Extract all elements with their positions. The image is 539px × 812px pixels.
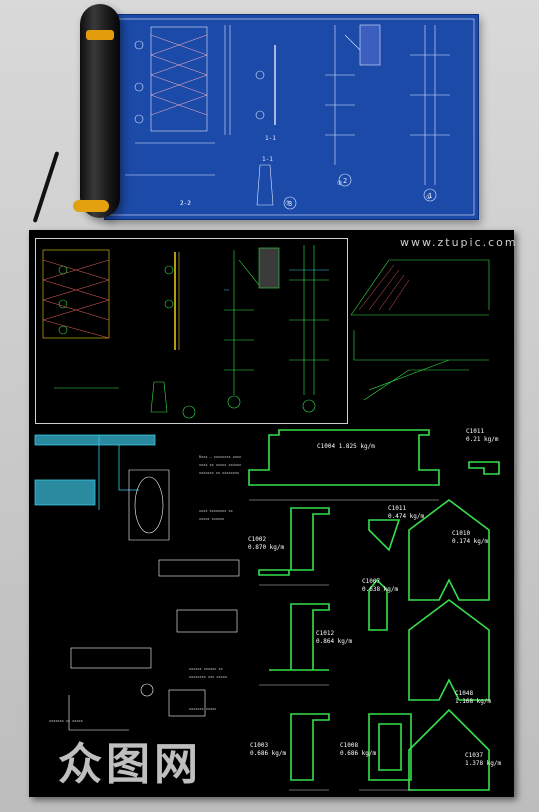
profile-label-c1008: C1008 <box>340 742 359 749</box>
blueprint-label-3: ① <box>426 194 432 201</box>
profile-label-c1003: C1003 <box>250 742 269 749</box>
profile-label-c1007: C1007 <box>362 578 381 585</box>
profile-label-c1002: C1002 <box>248 536 267 543</box>
blueprint-label-1: 1-1 <box>262 156 273 163</box>
profile-weight-c1003: 0.686 kg/m <box>250 750 287 757</box>
blueprint-drawing: 1-1 2 1 3 2-2 <box>108 18 475 216</box>
profile-weight-c1011b: 0.474 kg/m <box>388 513 425 520</box>
profile-label-c1037: C1037 <box>465 752 484 759</box>
profile-label-c1048: C1048 <box>455 690 474 697</box>
cad-sheet: Rxxx — xxxxxxxx xxxx xxxx xx xxxxx xxxxx… <box>29 230 514 797</box>
svg-text:xxxx xx xxxxx xxxxxx: xxxx xx xxxxx xxxxxx <box>199 463 241 467</box>
svg-text:3: 3 <box>288 200 292 208</box>
pen-icon <box>32 151 60 223</box>
label-2-2: 2-2 <box>180 200 191 207</box>
svg-text:2: 2 <box>343 177 347 185</box>
blueprint-label-2: 2-2 <box>180 200 191 207</box>
svg-text:xxxxxxx xx xxxxxxxx: xxxxxxx xx xxxxxxxx <box>199 471 239 475</box>
site-watermark: www.ztupic.com <box>400 236 518 249</box>
blueprint-sheet: 1-1 2 1 3 2-2 <box>104 14 479 220</box>
roll-cap-top <box>86 30 114 40</box>
svg-text:1: 1 <box>428 192 432 200</box>
blueprint-label-4: ② <box>337 180 343 187</box>
profile-weight-c1012: 0.864 kg/m <box>316 638 353 645</box>
profile-label-c1004: C1004 1.825 kg/m <box>317 443 375 450</box>
profile-weight-c1002: 0.870 kg/m <box>248 544 285 551</box>
brand-watermark-logo: 众图网 <box>58 739 202 790</box>
profile-weight-c1007: 0.638 kg/m <box>362 586 399 593</box>
label-1-1: 1-1 <box>265 135 276 142</box>
profile-weight-c1008: 0.686 kg/m <box>340 750 377 757</box>
profile-weight-c1011: 0.21 kg/m <box>466 436 499 443</box>
svg-text:xxxxxxx xx xxxxx: xxxxxxx xx xxxxx <box>49 719 83 723</box>
profile-weight-c1048: 1.168 kg/m <box>455 698 492 705</box>
inset-frame <box>35 238 348 424</box>
blueprint-label-5: ③ <box>285 200 291 207</box>
profile-label-c1011: C1011 <box>466 428 485 435</box>
roll-cap-bottom <box>73 200 109 212</box>
cad-drawing: Rxxx — xxxxxxxx xxxx xxxx xx xxxxx xxxxx… <box>34 245 500 791</box>
profile-label-c1011b: C1011 <box>388 505 407 512</box>
profile-label-c1010: C1010 <box>452 530 471 537</box>
profile-weight-c1037: 1.378 kg/m <box>465 760 502 767</box>
profile-weight-c1010: 0.174 kg/m <box>452 538 489 545</box>
profile-label-c1012: C1012 <box>316 630 335 637</box>
svg-text:xxxxxxx xxxxx: xxxxxxx xxxxx <box>189 707 216 711</box>
svg-text:Rxxx — xxxxxxxx xxxx: Rxxx — xxxxxxxx xxxx <box>199 455 241 459</box>
svg-text:xxxx xxxxxxxx xx: xxxx xxxxxxxx xx <box>199 509 233 513</box>
svg-text:xxxxxx xxxxxx xx: xxxxxx xxxxxx xx <box>189 667 223 671</box>
svg-text:xxxxx xxxxxx: xxxxx xxxxxx <box>199 517 224 521</box>
svg-text:xxxxxxxx xxx xxxxx: xxxxxxxx xxx xxxxx <box>189 675 227 679</box>
